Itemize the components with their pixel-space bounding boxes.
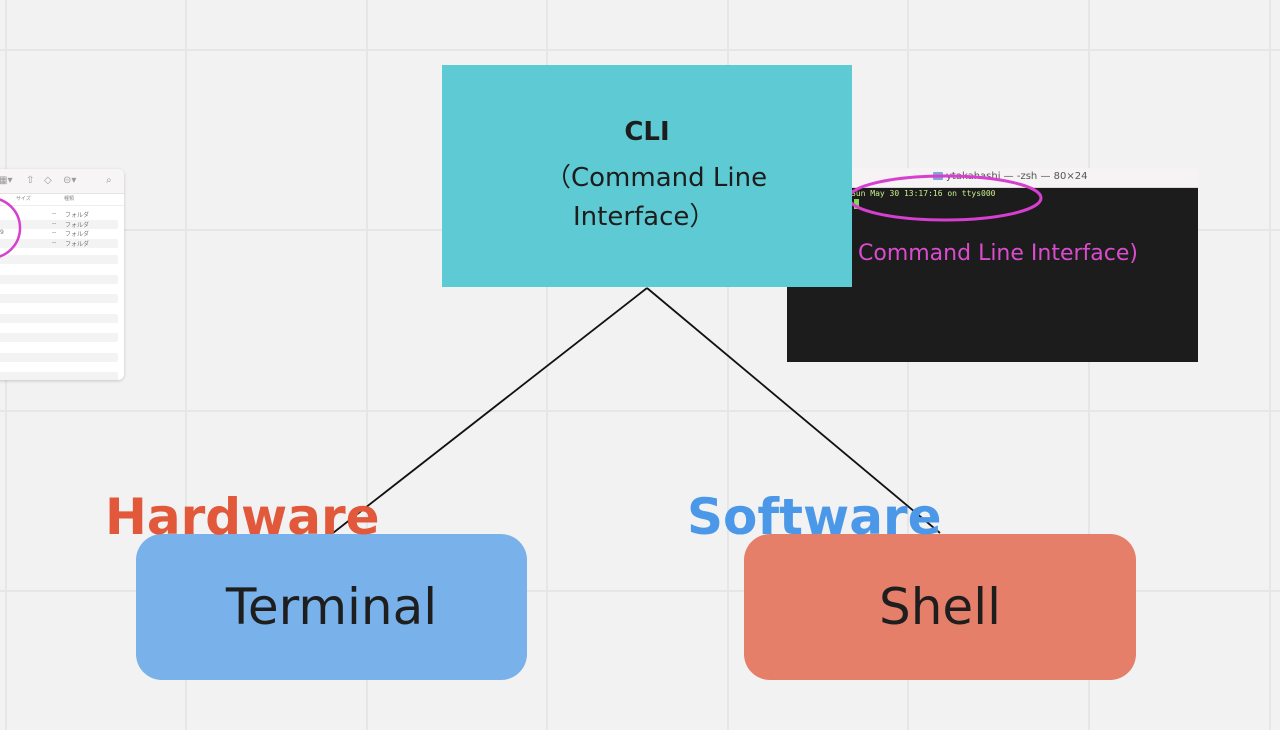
grid-line-vertical	[1088, 0, 1090, 730]
finder-empty-row	[0, 313, 118, 323]
grid-line-horizontal	[0, 590, 1280, 592]
view-grid-icon: ▦▾	[0, 175, 13, 186]
more-icon: ⊝▾	[63, 175, 77, 186]
cli-node[interactable]: CLI （Command Line Interface）	[442, 65, 852, 287]
shell-node[interactable]: Shell	[744, 534, 1136, 680]
cli-subtitle-line1: （Command Line	[545, 163, 768, 193]
finder-empty-row	[0, 372, 118, 380]
terminal-title-wrap: ytakahashi — -zsh — 80×24	[933, 171, 1087, 182]
cli-subtitle-line2: Interface）	[573, 202, 716, 232]
finder-empty-row	[0, 333, 118, 342]
search-icon: ⌕	[106, 175, 112, 186]
finder-row-kind: フォルダ	[65, 212, 90, 219]
terminal-annotation-text: Command Line Interface)	[858, 241, 1138, 266]
grid-line-horizontal	[0, 410, 1280, 412]
finder-row-kind: フォルダ	[65, 231, 90, 238]
finder-row-size: --	[52, 238, 57, 246]
finder-toolbar: ▦▾ ⇧ ◇ ⊝▾ ⌕	[0, 169, 124, 194]
terminal-cursor	[854, 199, 859, 209]
finder-row-kind: フォルダ	[65, 221, 90, 229]
grid-line-vertical	[185, 0, 187, 730]
finder-column-headers: サイズ 種類	[0, 193, 124, 206]
finder-empty-row	[0, 255, 118, 264]
finder-empty-row	[0, 274, 118, 284]
finder-row-size: --	[52, 210, 57, 217]
finder-row-name: 9	[0, 229, 4, 236]
finder-row[interactable]: -- フォルダ	[0, 210, 118, 219]
finder-row[interactable]: -- フォルダ	[0, 219, 118, 229]
terminal-node[interactable]: Terminal	[136, 534, 527, 680]
finder-empty-row	[0, 352, 118, 362]
share-icon: ⇧	[26, 175, 35, 186]
finder-row-size: --	[52, 219, 57, 227]
finder-row-size: --	[52, 229, 57, 236]
cli-title: CLI	[624, 117, 670, 147]
finder-row[interactable]: 9 -- フォルダ	[0, 229, 118, 238]
terminal-login-line: Sun May 30 13:17:16 on ttys000	[851, 189, 996, 198]
finder-row-kind: フォルダ	[65, 240, 90, 248]
software-label[interactable]: Software	[687, 488, 942, 546]
terminal-title: ytakahashi — -zsh — 80×24	[946, 171, 1088, 182]
column-kind: 種類	[64, 196, 75, 202]
finder-row[interactable]: -- フォルダ	[0, 238, 118, 248]
folder-icon	[933, 172, 943, 180]
grid-line-horizontal	[0, 49, 1280, 51]
grid-line-vertical	[1269, 0, 1271, 730]
hardware-label[interactable]: Hardware	[105, 488, 380, 546]
tag-icon: ◇	[44, 175, 52, 186]
column-size: サイズ	[16, 196, 31, 202]
finder-empty-row	[0, 294, 118, 303]
